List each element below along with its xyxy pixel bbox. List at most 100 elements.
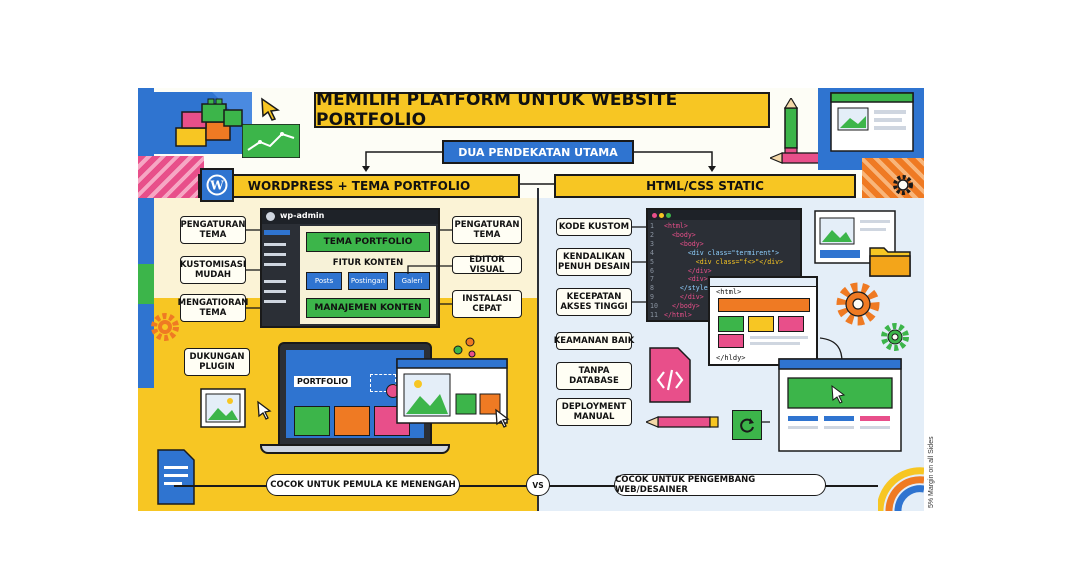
gear-icon (881, 323, 909, 351)
label-keamanan-baik: KEAMANAN BAIK (554, 332, 634, 350)
wp-admin-content: TEMA PORTFOLIO FITUR KONTEN Posts Postin… (300, 226, 436, 324)
browser-window-icon (830, 92, 914, 152)
left-decor-green-bar (138, 264, 154, 304)
left-connectors (246, 229, 452, 309)
label-kustomisasi-mudah: KUSTOMISASI MUDAH (180, 256, 246, 284)
code-line-number: 3 (650, 239, 654, 248)
html-css-header-text: HTML/CSS STATIC (646, 179, 764, 193)
code-line: </div> (664, 266, 712, 275)
manajemen-konten-button[interactable]: MANAJEMEN KONTEN (306, 298, 430, 318)
code-line-number: 11 (650, 311, 658, 320)
tema-portfolio-button[interactable]: TEMA PORTFOLIO (306, 232, 430, 252)
pencil-icon (646, 416, 719, 428)
label-kendalikan-penuh-desain: KENDALIKAN PENUH DESAIN (556, 248, 632, 276)
chip-posts[interactable]: Posts (306, 272, 342, 290)
fitur-konten-label: FITUR KONTEN (332, 258, 404, 268)
wordpress-header-text: WORDPRESS + TEMA PORTFOLIO (247, 179, 471, 193)
code-line-number: 1 (650, 222, 654, 230)
code-line-number: 6 (650, 266, 654, 275)
code-line-number: 4 (650, 248, 654, 257)
code-line: <html> (664, 222, 688, 230)
code-line-number: 8 (650, 284, 654, 293)
wireframe-window: <html> </hldy> (708, 276, 818, 366)
label-kode-kustom: KODE KUSTOM (556, 218, 632, 236)
margin-note-text: 5% Margin on all Sides (928, 436, 935, 508)
gear-icon (836, 282, 880, 326)
code-line-number: 5 (650, 257, 654, 266)
label-pengaturan-tema-left: PENGATURAN TEMA (180, 216, 246, 244)
chip-galeri-label: Galeri (401, 277, 423, 285)
code-line: </div> (664, 293, 704, 302)
label-pengaturan-tema-right: PENGATURAN TEMA (452, 216, 522, 244)
refresh-icon (732, 410, 762, 440)
margin-note: 5% Margin on all Sides (928, 430, 940, 510)
gear-icon (893, 175, 913, 195)
wp-admin-titlebar: wp-admin (262, 210, 438, 224)
pencil-icon (783, 98, 799, 155)
lego-bricks-icon (152, 92, 252, 154)
vs-badge: VS (526, 474, 550, 496)
code-line-number: 7 (650, 275, 654, 284)
code-line-number: 2 (650, 230, 654, 239)
center-divider (537, 188, 539, 511)
left-decor-pink-zigzag (138, 156, 204, 198)
wp-admin-logo-icon (266, 212, 275, 221)
folder-icon (869, 247, 911, 277)
line-graph-icon (242, 124, 300, 158)
code-lines: <html> <body> <body> <div class="termire… (664, 222, 800, 320)
subtitle-text: DUA PENDEKATAN UTAMA (458, 145, 618, 159)
vs-text: VS (532, 480, 544, 490)
label-kecepatan-akses-tinggi: KECEPATAN AKSES TINGGI (556, 288, 632, 316)
page-title-text: MEMILIH PLATFORM UNTUK WEBSITE PORTFOLIO (316, 90, 678, 130)
code-file-icon (649, 347, 691, 403)
code-line: </body> (664, 302, 700, 311)
wordpress-header: WORDPRESS + TEMA PORTFOLIO (198, 174, 520, 198)
infographic-canvas: MEMILIH PLATFORM UNTUK WEBSITE PORTFOLIO… (138, 88, 924, 511)
cursor-icon (261, 97, 281, 121)
image-icon (200, 388, 246, 428)
browser-window-icon (778, 358, 902, 452)
tema-portfolio-label: TEMA PORTFOLIO (323, 237, 413, 247)
decor-dots (453, 337, 476, 358)
code-line: </html> (664, 311, 692, 320)
code-line: <div class="termirent"> (664, 248, 780, 257)
cursor-icon (257, 400, 272, 420)
label-deployment-manual: DEPLOYMENT MANUAL (556, 398, 632, 426)
wordpress-logo-icon: W (200, 168, 234, 202)
code-line: <div class="f<>"</div> (664, 257, 784, 266)
footer-right: COCOK UNTUK PENGEMBANG WEB/DESAINER (614, 474, 826, 496)
label-dukungan-plugin: DUKUNGAN PLUGIN (184, 348, 250, 376)
label-instalasi-cepat: INSTALASI CEPAT (452, 290, 522, 318)
wp-admin-window: wp-admin TEMA PORTFOLIO FITUR KONTEN Pos… (260, 208, 440, 328)
chip-postingan[interactable]: Postingan (348, 272, 388, 290)
code-line: <body> (664, 230, 696, 239)
wp-admin-title: wp-admin (280, 211, 325, 220)
label-tanpa-database: TANPA DATABASE (556, 362, 632, 390)
chip-posts-label: Posts (314, 277, 334, 285)
wp-admin-sidebar (264, 226, 298, 324)
chip-galeri[interactable]: Galeri (394, 272, 430, 290)
chip-postingan-label: Postingan (350, 277, 386, 285)
subtitle-badge: DUA PENDEKATAN UTAMA (442, 140, 634, 164)
document-icon (157, 449, 195, 505)
footer-left: COCOK UNTUK PEMULA KE MENENGAH (266, 474, 460, 496)
laptop-base (260, 444, 450, 454)
footer-left-text: COCOK UNTUK PEMULA KE MENENGAH (270, 480, 456, 490)
code-editor-titlebar (648, 210, 800, 220)
footer-right-text: COCOK UNTUK PENGEMBANG WEB/DESAINER (615, 475, 756, 495)
svg-text:W: W (209, 179, 224, 193)
left-decor-yellow-block (138, 388, 154, 511)
wireframe-html-tag: <html> (716, 288, 742, 296)
code-line: </style> (664, 284, 712, 293)
wireframe-body-tag: </hldy> (716, 354, 746, 362)
laptop-portfolio-label: PORTFOLIO (294, 376, 352, 387)
manajemen-konten-label: MANAJEMEN KONTEN (314, 303, 422, 313)
label-mengatioran-tema: MENGATIORAN TEMA (178, 294, 248, 322)
code-line: <body> (664, 239, 704, 248)
code-line-number: 10 (650, 302, 658, 311)
code-line: <div> (664, 275, 708, 284)
right-decor-pink-zigzag (862, 158, 924, 198)
gear-icon (151, 313, 179, 341)
page-title: MEMILIH PLATFORM UNTUK WEBSITE PORTFOLIO (314, 90, 770, 130)
